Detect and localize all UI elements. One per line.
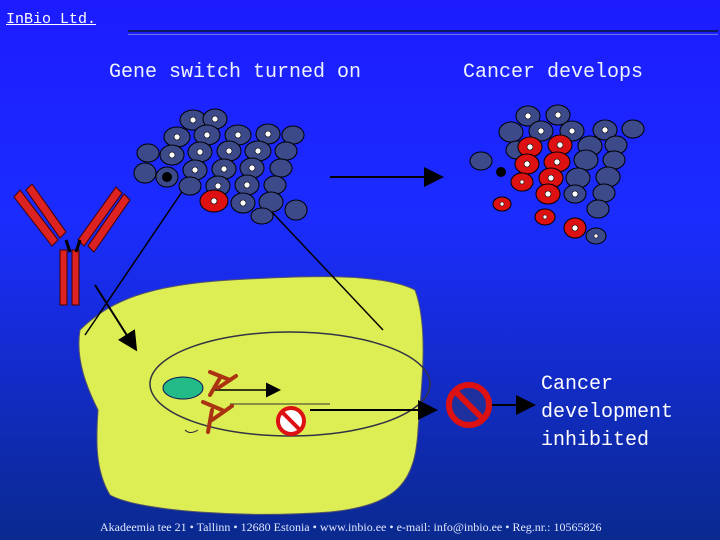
cancer-cell-cluster — [469, 104, 645, 245]
antibody-icon-small-2 — [201, 400, 234, 434]
nucleus-icon — [162, 376, 204, 400]
antibody-icon — [13, 183, 131, 306]
title-divider — [128, 30, 718, 32]
footer-contact: Akadeemia tee 21 • Tallinn • 12680 Eston… — [100, 520, 602, 534]
antibody-icon-small-1 — [208, 370, 238, 397]
no-symbol-icon — [446, 382, 492, 428]
inhibited-line-3: inhibited — [541, 429, 650, 452]
heading-gene-switch: Gene switch turned on — [109, 61, 362, 84]
normal-cell-cluster — [133, 108, 308, 225]
nucleus-membrane — [149, 331, 431, 437]
inhibited-caption: Cancer development inhibited — [541, 371, 673, 455]
title-divider-highlight — [128, 34, 718, 35]
inhibited-line-1: Cancer — [541, 373, 614, 396]
enlarged-cell — [78, 276, 424, 515]
heading-cancer-develops: Cancer develops — [463, 61, 644, 84]
inhibited-line-2: development — [541, 401, 674, 424]
brand-title: InBio Ltd. — [6, 11, 97, 28]
no-symbol-icon-small — [276, 406, 306, 436]
